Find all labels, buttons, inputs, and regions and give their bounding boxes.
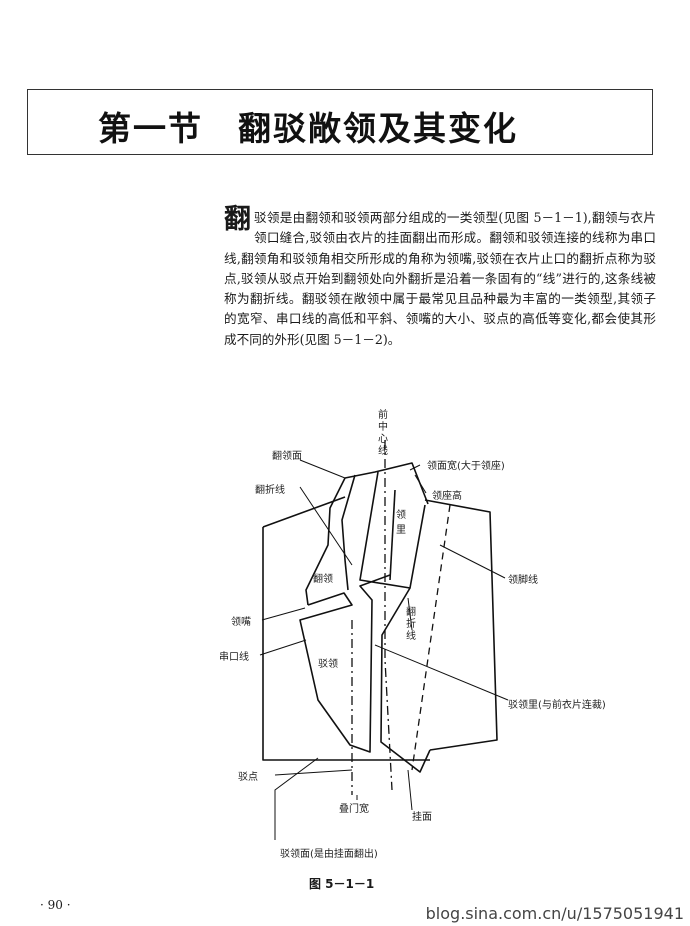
label-break-point: 驳点	[238, 771, 258, 783]
right-shoulder-outline	[424, 499, 498, 751]
label-facing: 挂面	[412, 810, 432, 823]
label-collar-lining-2: 里	[396, 524, 406, 536]
label-front-center-4: 线	[378, 444, 388, 457]
leader-roll-mid	[407, 597, 413, 631]
label-front-center-1: 前	[378, 408, 388, 421]
leader-collar-face	[299, 459, 346, 479]
label-lapel-lining: 驳领里(与前衣片连裁)	[508, 698, 606, 711]
paragraph-text: 驳领是由翻领和驳领两部分组成的一类领型(见图 5－1－1),翻领与衣片领口缝合,…	[224, 210, 656, 347]
label-lapel: 驳领	[318, 657, 338, 670]
label-front-center-3: 心	[378, 433, 388, 445]
collar-upper-left	[305, 477, 346, 606]
label-collar-lining-1: 领	[396, 508, 406, 521]
label-front-center-2: 中	[378, 420, 388, 433]
figure-caption: 图 5－1－1	[309, 877, 375, 891]
leader-notch	[261, 607, 306, 621]
front-center-dashline	[384, 440, 393, 791]
leader-facing	[407, 769, 413, 811]
label-roll-line-top: 翻折线	[255, 483, 285, 496]
section-title-box: 第一节 翻驳敞领及其变化	[27, 89, 653, 155]
collar-outline	[344, 462, 429, 505]
body-paragraph: 翻驳领是由翻领和驳领两部分组成的一类领型(见图 5－1－1),翻领与衣片领口缝合…	[224, 204, 656, 350]
leader-roll-top	[299, 486, 353, 566]
right-lapel-edge	[380, 587, 431, 773]
dropcap: 翻	[224, 204, 251, 235]
leader-neck-line	[439, 544, 506, 579]
label-collar-neck-line: 领脚线	[508, 573, 538, 586]
label-overlap-width: 叠门宽	[339, 802, 369, 815]
watermark: blog.sina.com.cn/u/1575051941	[425, 904, 684, 923]
inner-lapel	[389, 489, 396, 581]
leader-break	[274, 769, 353, 776]
left-shoulder-line	[262, 496, 346, 528]
roll-line-dash	[411, 504, 451, 771]
label-notch: 领嘴	[231, 615, 251, 628]
right-collar-edge	[359, 471, 426, 589]
label-gorge-line: 串口线	[219, 650, 249, 663]
leader-stand	[414, 474, 427, 494]
label-collar-face: 翻领面	[272, 449, 302, 462]
label-collar-face-width: 领面宽(大于领座)	[427, 459, 505, 472]
lapel-roll-edge	[341, 474, 356, 591]
leader-lapel-face	[274, 757, 319, 840]
label-roll-mid-1: 翻	[406, 606, 416, 618]
leader-gorge	[259, 639, 307, 656]
leader-lapel-lining	[374, 644, 509, 701]
section-title: 第一节 翻驳敞领及其变化	[98, 109, 518, 148]
label-roll-mid-2: 折	[406, 617, 416, 630]
page-number: · 90 ·	[40, 898, 71, 912]
leader-collar-width	[409, 464, 421, 471]
lapel-outline	[299, 574, 391, 753]
left-front-outline	[262, 527, 430, 761]
label-collar-stand-height: 领座高	[432, 489, 462, 502]
label-lapel-face: 驳领面(是由挂面翻出)	[280, 847, 378, 860]
label-upper-collar: 翻领	[313, 572, 333, 585]
label-roll-mid-3: 线	[406, 629, 416, 642]
